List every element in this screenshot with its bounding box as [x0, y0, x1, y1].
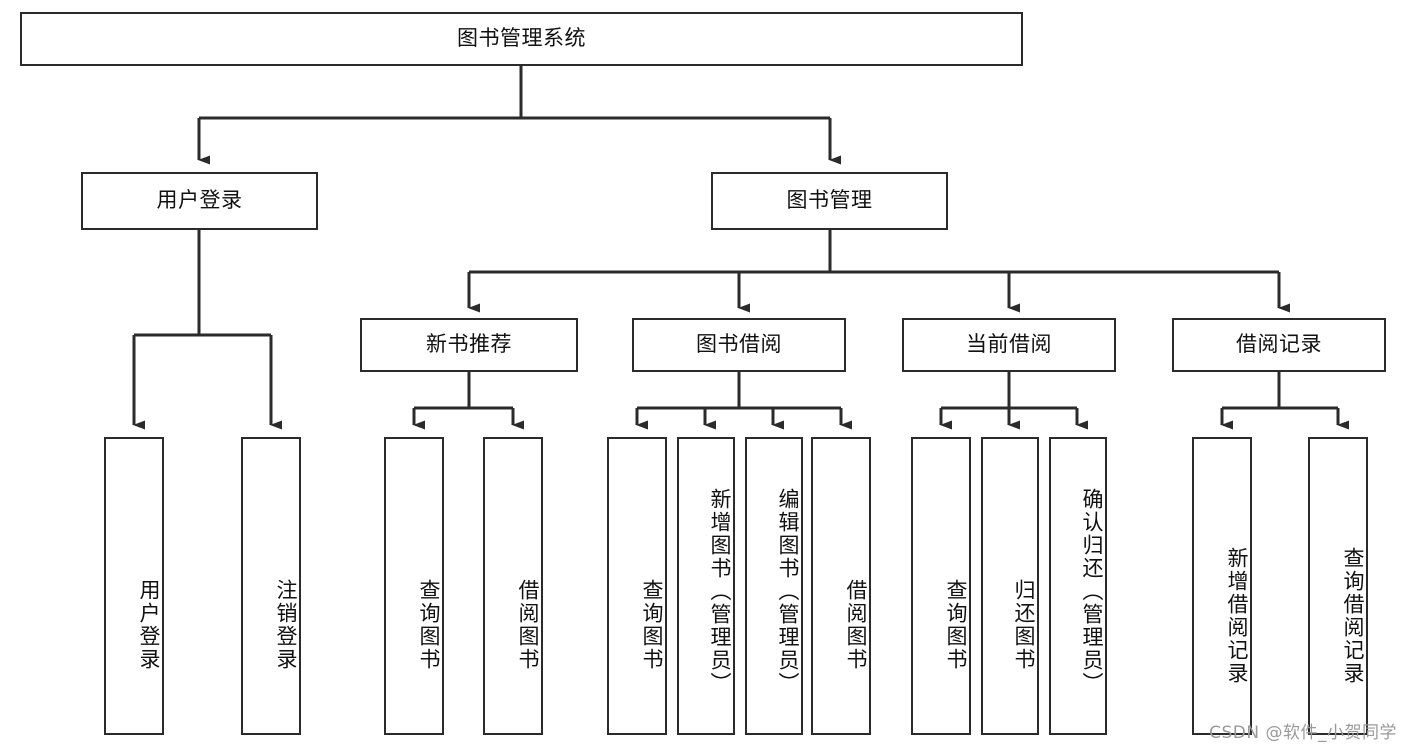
leaf-book-borrow-query-book[interactable]: 查询图书 — [607, 437, 667, 735]
node-label: 新增借阅记录 — [1225, 547, 1249, 685]
node-label: 归还图书 — [1012, 579, 1036, 671]
node-book-borrow[interactable]: 图书借阅 — [632, 318, 846, 372]
node-label: 查询图书 — [417, 579, 441, 671]
leaf-user-login-logout[interactable]: 注销登录 — [241, 437, 301, 735]
node-book-management[interactable]: 图书管理 — [711, 172, 948, 230]
node-label: 借阅图书 — [516, 579, 540, 671]
node-label: 确认归还（管理员） — [1080, 487, 1104, 695]
leaf-book-borrow-edit-book-admin[interactable]: 编辑图书（管理员） — [745, 437, 803, 735]
leaf-borrow-record-query-record[interactable]: 查询借阅记录 — [1308, 437, 1368, 735]
node-label: 新书推荐 — [426, 332, 512, 357]
node-label: 用户登录 — [156, 188, 243, 213]
node-label: 查询图书 — [944, 579, 968, 671]
node-label: 编辑图书（管理员） — [776, 487, 800, 695]
node-current-borrow[interactable]: 当前借阅 — [902, 318, 1116, 372]
leaf-new-book-borrow-book[interactable]: 借阅图书 — [483, 437, 543, 735]
csdn-watermark: CSDN @软件_小贺同学 — [1209, 723, 1397, 743]
leaf-current-borrow-return-book[interactable]: 归还图书 — [981, 437, 1039, 735]
node-label: 借阅图书 — [844, 579, 868, 671]
node-label: 注销登录 — [274, 579, 298, 671]
node-label: 查询借阅记录 — [1341, 547, 1365, 685]
node-label: 图书借阅 — [696, 332, 782, 357]
node-user-login[interactable]: 用户登录 — [81, 172, 318, 230]
node-new-book-recommend[interactable]: 新书推荐 — [360, 318, 578, 372]
node-label: 新增图书（管理员） — [708, 487, 732, 695]
leaf-book-borrow-add-book-admin[interactable]: 新增图书（管理员） — [677, 437, 735, 735]
leaf-user-login-login[interactable]: 用户登录 — [104, 437, 164, 735]
leaf-current-borrow-query-book[interactable]: 查询图书 — [911, 437, 971, 735]
leaf-book-borrow-borrow-book[interactable]: 借阅图书 — [811, 437, 871, 735]
leaf-borrow-record-add-record[interactable]: 新增借阅记录 — [1192, 437, 1252, 735]
node-label: 用户登录 — [137, 579, 161, 671]
leaf-new-book-query-book[interactable]: 查询图书 — [384, 437, 444, 735]
node-label: 当前借阅 — [966, 332, 1052, 357]
leaf-current-borrow-confirm-return-admin[interactable]: 确认归还（管理员） — [1049, 437, 1107, 735]
node-label: 图书管理系统 — [457, 26, 586, 51]
node-borrow-record[interactable]: 借阅记录 — [1172, 318, 1386, 372]
node-label: 查询图书 — [640, 579, 664, 671]
node-label: 图书管理 — [786, 188, 873, 213]
node-label: 借阅记录 — [1236, 332, 1322, 357]
node-root-system[interactable]: 图书管理系统 — [20, 12, 1023, 66]
